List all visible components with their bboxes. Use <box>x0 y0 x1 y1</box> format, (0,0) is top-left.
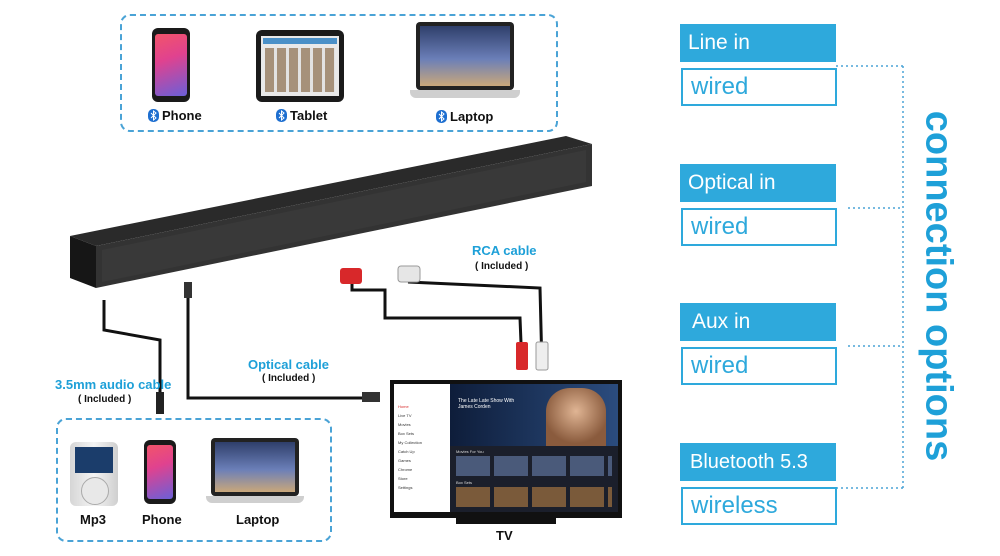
bluetooth-icon <box>436 110 447 123</box>
optical-plug-tv <box>362 392 380 402</box>
tv-show-title: The Late Late Show With James Corden <box>458 398 515 410</box>
tv-image: Home Live TV Movies Box Sets My Collecti… <box>390 380 622 518</box>
rca-red-plug-tv <box>516 342 528 370</box>
option-bluetooth-type: wireless <box>681 487 837 525</box>
tv-row-movies: Movies For You <box>456 449 484 454</box>
optical-cable-title: Optical cable <box>248 357 329 372</box>
device-label-mp3: Mp3 <box>80 512 106 527</box>
phone-image-bottom <box>144 440 176 504</box>
rca-red-plug <box>340 268 362 284</box>
bluetooth-icon <box>276 109 287 122</box>
laptop-image-bottom <box>206 438 304 506</box>
soundbar-image <box>70 136 592 288</box>
wireless-devices-box <box>120 14 558 132</box>
optical-cable <box>186 292 365 400</box>
option-bluetooth-header: Bluetooth 5.3 <box>680 443 836 481</box>
aux-plug <box>156 392 164 414</box>
tablet-image <box>256 30 344 102</box>
aux-cable-title: 3.5mm audio cable <box>55 377 172 392</box>
bluetooth-icon <box>148 109 159 122</box>
aux-cable <box>102 300 162 395</box>
rca-cable-white <box>407 280 544 369</box>
optical-cable-note: ( Included ) <box>262 373 316 384</box>
connection-options-title: connection options <box>917 110 960 462</box>
device-label-tablet: Tablet <box>276 108 327 123</box>
option-aux-in-type: wired <box>681 347 837 385</box>
wired-devices-box <box>56 418 332 542</box>
tv-menu: Home Live TV Movies Box Sets My Collecti… <box>394 384 450 512</box>
option-line-in-type: wired <box>681 68 837 106</box>
tv-label: TV <box>496 528 513 543</box>
device-label-laptop: Laptop <box>436 109 493 124</box>
phone-image-top <box>152 28 190 102</box>
device-label-laptop-bottom: Laptop <box>236 512 280 527</box>
option-optical-in-type: wired <box>681 208 837 246</box>
device-label-phone-bottom: Phone <box>142 512 182 527</box>
mp3-image <box>70 442 118 506</box>
rca-cable-title: RCA cable <box>472 243 537 258</box>
option-aux-in-header: Aux in <box>680 303 836 341</box>
rca-cable-note: ( Included ) <box>475 261 529 272</box>
rca-cable-red <box>350 282 524 369</box>
rca-white-plug-tv <box>535 341 549 371</box>
tv-row-boxsets: Box Sets <box>456 480 473 485</box>
device-label-phone: Phone <box>148 108 202 123</box>
tv-stand <box>456 518 556 524</box>
option-optical-in-header: Optical in <box>680 164 836 202</box>
laptop-image-top <box>410 22 520 102</box>
rca-white-plug <box>397 265 421 283</box>
option-line-in-header: Line in <box>680 24 836 62</box>
aux-cable-note: ( Included ) <box>78 394 132 405</box>
optical-plug-top <box>184 282 192 298</box>
